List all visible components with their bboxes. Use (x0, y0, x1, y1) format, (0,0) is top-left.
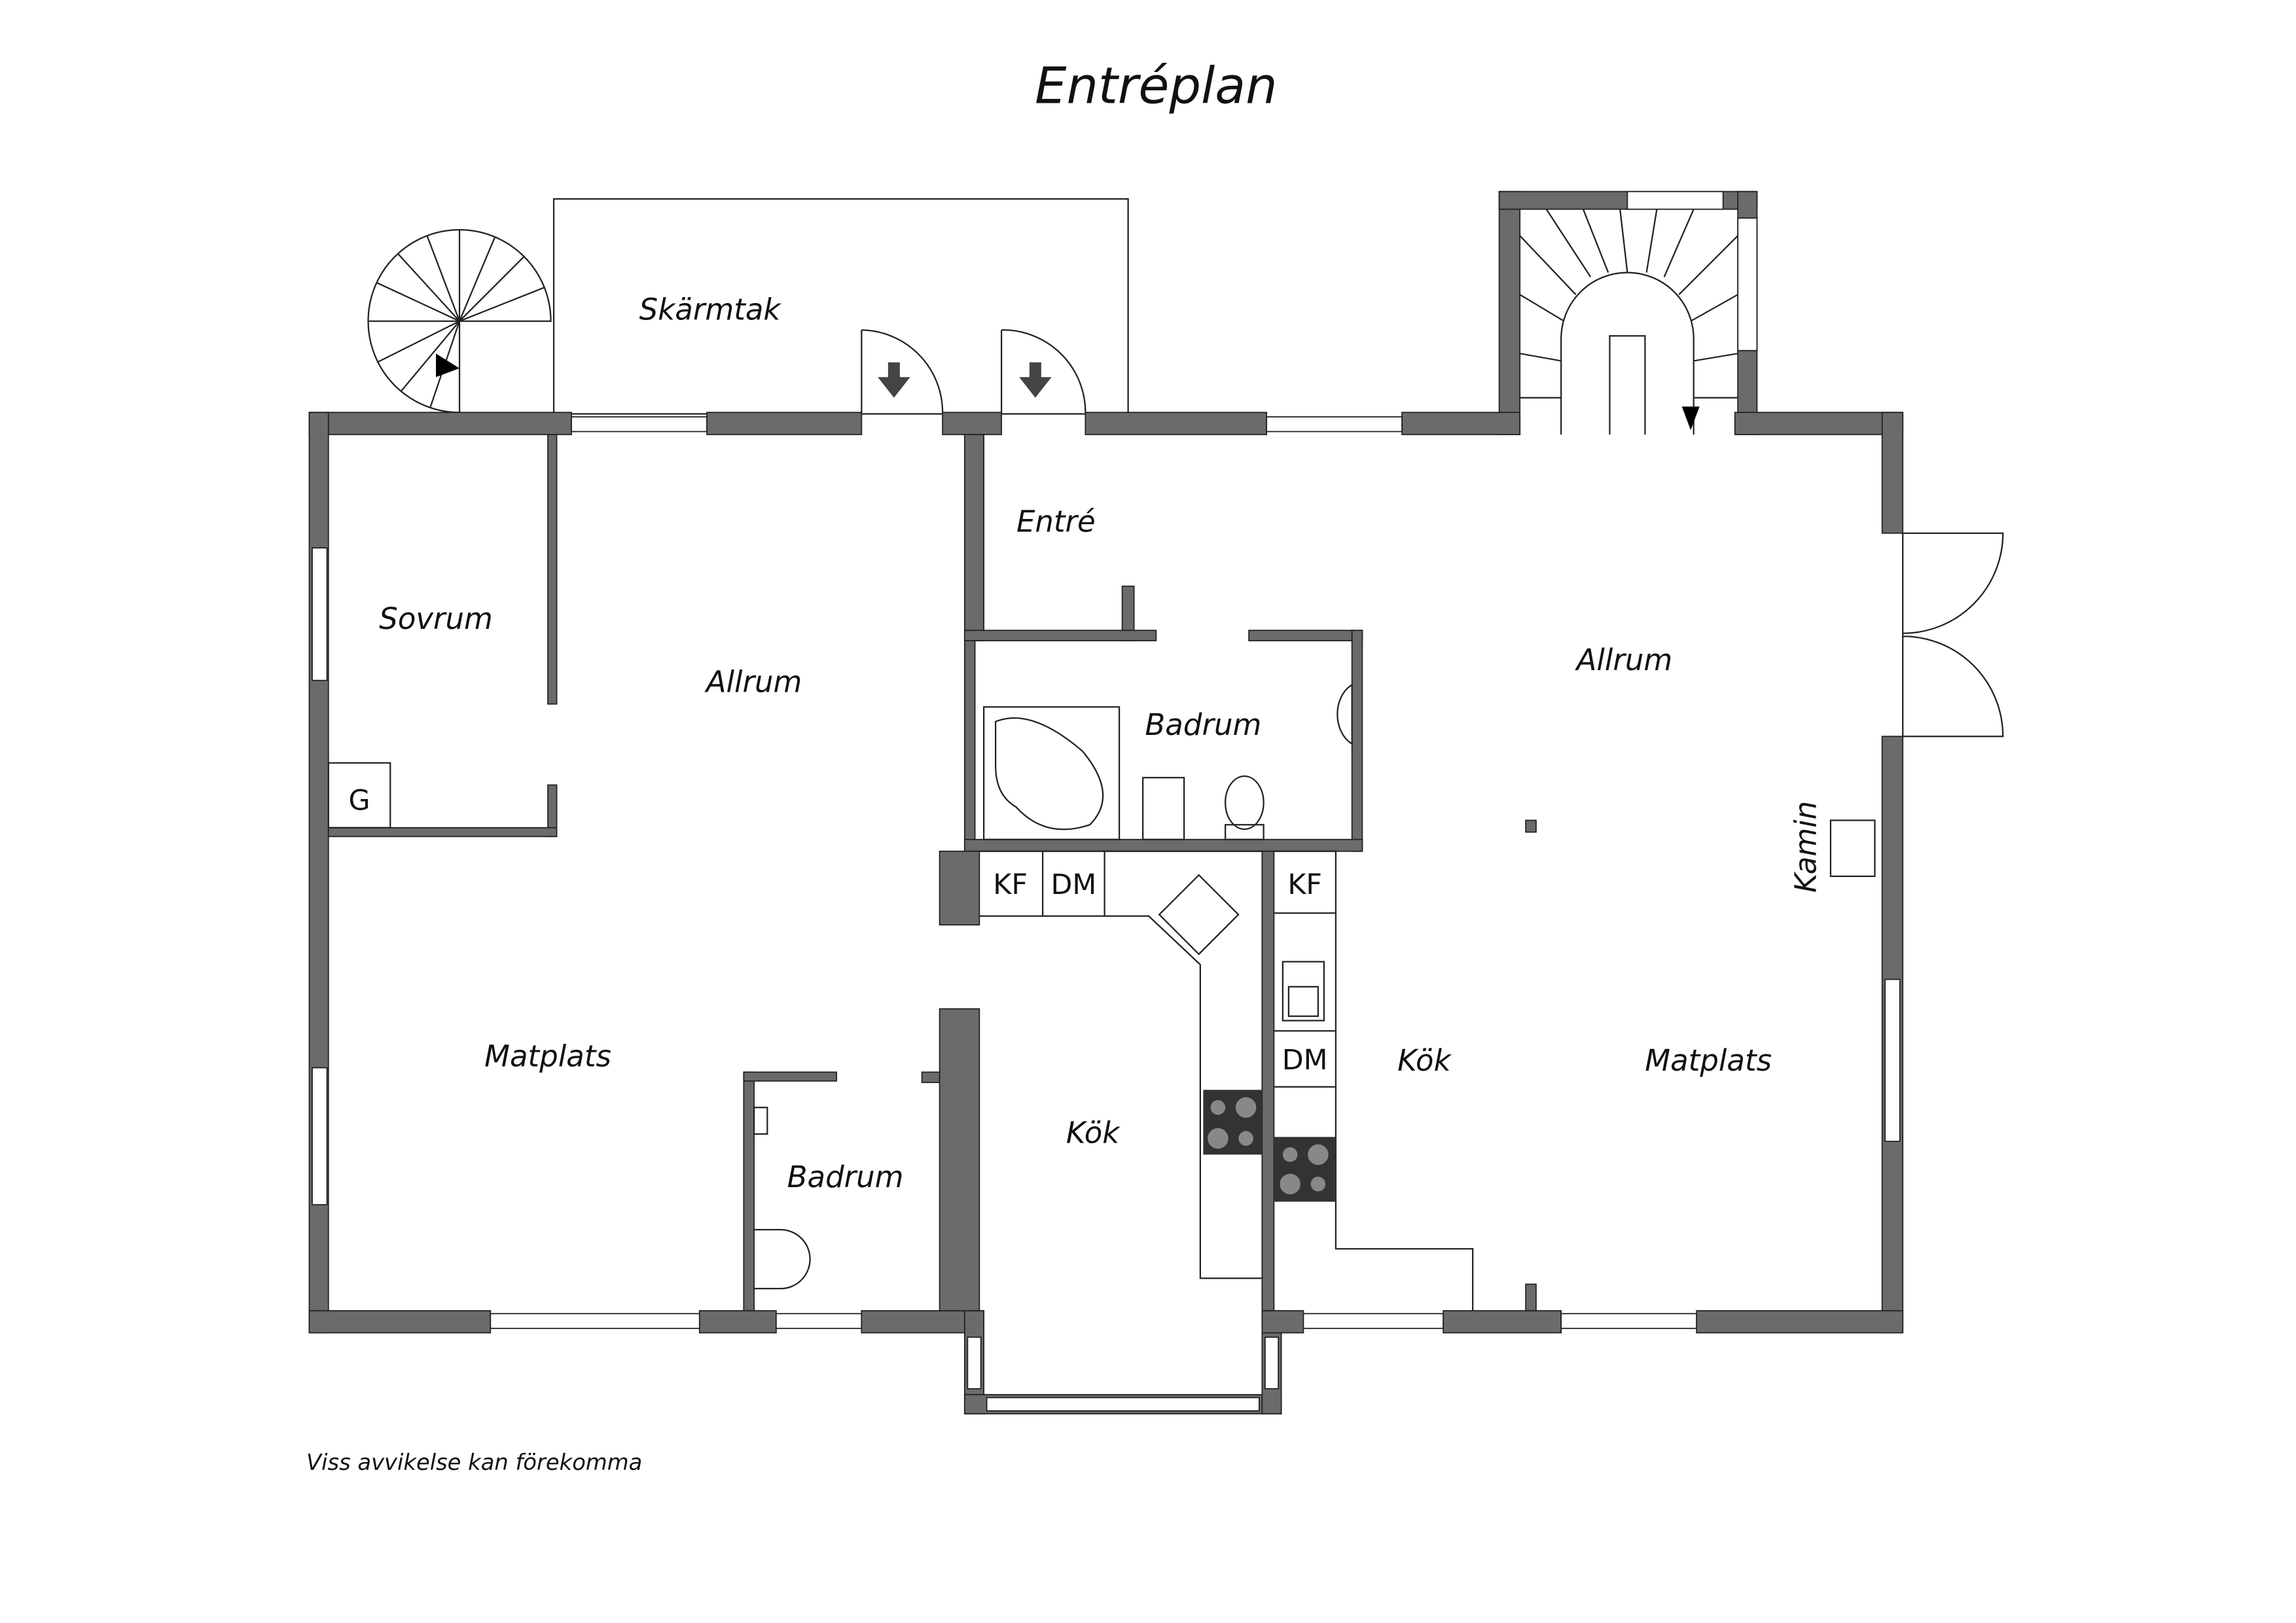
g-box (327, 762, 391, 829)
sink-icon-lower (754, 1228, 811, 1290)
g-label: G (348, 785, 370, 817)
kitchen-counter-right (1274, 850, 1474, 1311)
room-label-kok-right: Kök (1397, 1043, 1452, 1078)
room-label-badrum-upper: Badrum (1145, 707, 1261, 742)
room-label-entre: Entré (1016, 504, 1096, 539)
interior-walls (327, 434, 1537, 1311)
bathtub-icon (982, 706, 1121, 840)
entrance-door-2 (1000, 329, 1086, 413)
dm-label-center: DM (1050, 868, 1096, 901)
room-label-skarmtak: Skärmtak (639, 292, 782, 327)
shower-fixture-icon (753, 1107, 768, 1135)
kf-label-center: KF (993, 868, 1028, 901)
exterior-walls (308, 412, 1904, 1415)
kf-label-right: KF (1287, 868, 1322, 901)
room-label-matplats-left: Matplats (484, 1039, 611, 1073)
room-label-allrum-left: Allrum (704, 665, 802, 700)
toilet-icon (1225, 775, 1265, 840)
room-label-kamin: Kamin (1788, 801, 1823, 893)
room-label-allrum-right: Allrum (1575, 643, 1673, 677)
disclaimer-note: Viss avvikelse kan förekomma (306, 1450, 642, 1475)
cabinet (1141, 777, 1185, 840)
plan-title: Entréplan (1035, 58, 1278, 116)
room-label-matplats-right: Matplats (1645, 1043, 1772, 1078)
fireplace-icon (1829, 819, 1876, 878)
dm-label-right: DM (1282, 1044, 1328, 1077)
kitchen-counter-center (979, 850, 1263, 1279)
staircase (1498, 190, 1758, 435)
spiral-stair-icon (367, 229, 552, 414)
sink-icon (1336, 683, 1353, 745)
entrance-door-1 (861, 329, 944, 413)
room-label-badrum-lower: Badrum (787, 1160, 904, 1194)
room-label-sovrum: Sovrum (379, 601, 493, 636)
room-label-kok-center: Kök (1066, 1115, 1121, 1150)
patio-double-door (1902, 532, 2004, 738)
